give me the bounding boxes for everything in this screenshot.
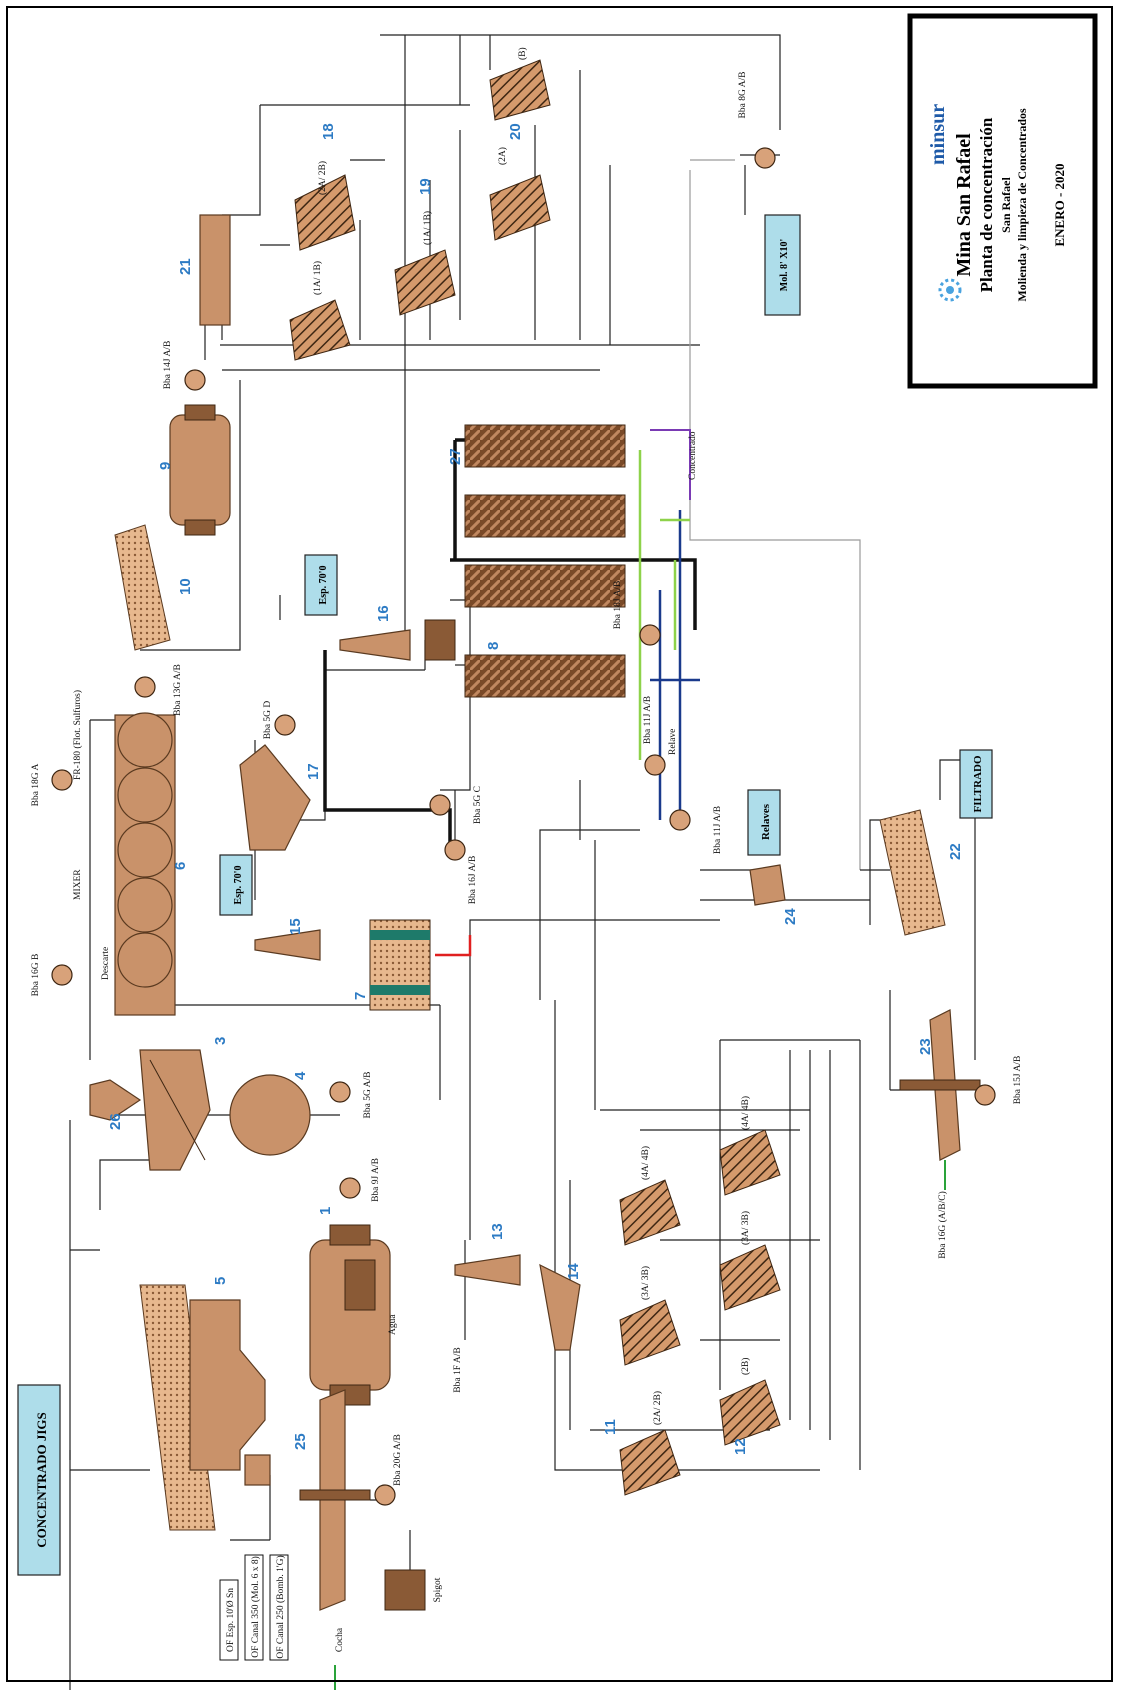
page-frame xyxy=(6,6,1113,1682)
